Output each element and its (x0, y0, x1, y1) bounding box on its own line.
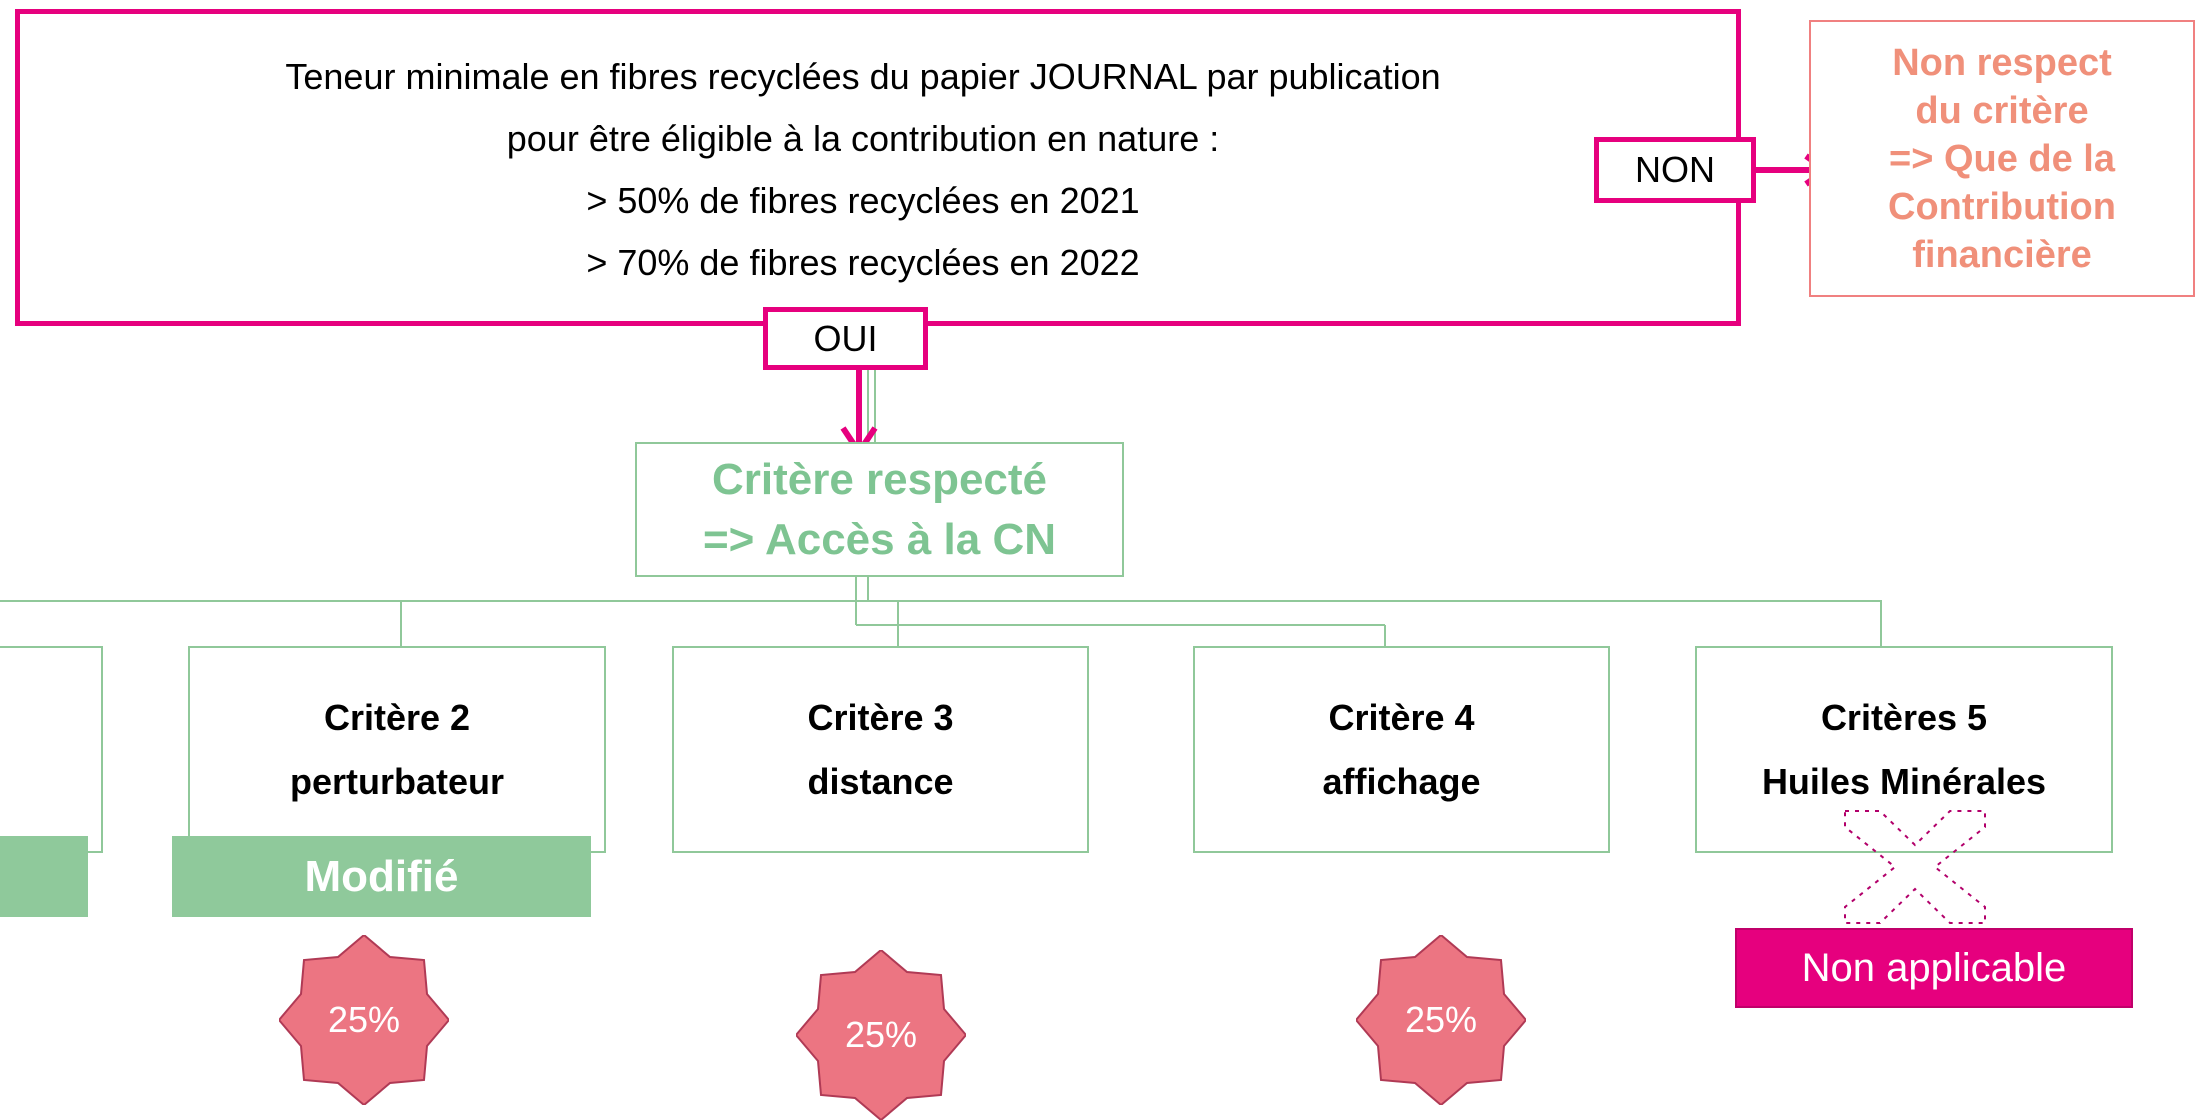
criterion-3-title: Critère 3 (807, 696, 954, 738)
criterion-4-title: Critère 4 (1328, 696, 1475, 738)
star-burst-icon (279, 935, 449, 1105)
yes-label-text: OUI (813, 317, 878, 359)
criterion-2-title: Critère 2 (323, 696, 471, 738)
main-criterion-line-1: Teneur minimale en fibres recyclées du p… (285, 56, 1441, 97)
non-respect-line-2: du critère (1915, 89, 2089, 132)
non-respect-line-5: financière (1912, 233, 2092, 276)
non-respect-line-4: Contribution (1888, 185, 2116, 228)
star-burst-icon (1356, 935, 1526, 1105)
weight-badge-criterion-2: 25% (279, 935, 449, 1105)
modified-tag: Modifié (172, 836, 591, 917)
main-criterion-line-3: > 50% de fibres recyclées en 2021 (586, 180, 1140, 221)
cross-out-icon (1844, 810, 1986, 924)
criterion-5-box: Critères 5 Huiles Minérales (1695, 646, 2113, 853)
yes-arrow (840, 370, 878, 458)
not-applicable-tag-text: Non applicable (1801, 945, 2067, 990)
respected-line-2: => Accès à la CN (702, 514, 1057, 564)
star-burst-icon (796, 950, 966, 1120)
non-respect-line-3: => Que de la (1889, 137, 2115, 180)
criterion-3-subtitle: distance (807, 760, 954, 802)
criterion-5-title: Critères 5 (1820, 696, 1988, 738)
criterion-4-subtitle: affichage (1322, 760, 1481, 802)
weight-badge-criterion-3: 25% (796, 950, 966, 1120)
non-respect-line-1: Non respect (1892, 41, 2112, 84)
no-label: NON (1594, 137, 1756, 203)
criterion-3-box: Critère 3 distance (672, 646, 1089, 853)
criterion-5-subtitle: Huiles Minérales (1761, 760, 2047, 802)
no-label-text: NON (1635, 149, 1715, 190)
criterion-1-status-tag (0, 836, 88, 917)
criterion-respected-box: Critère respecté => Accès à la CN (635, 442, 1124, 577)
main-criterion-line-4: > 70% de fibres recyclées en 2022 (586, 242, 1140, 283)
respected-line-1: Critère respecté (711, 454, 1048, 504)
main-criterion-line-2: pour être éligible à la contribution en … (506, 118, 1220, 159)
non-respect-box: Non respect du critère => Que de la Cont… (1809, 20, 2195, 297)
criterion-1-box (0, 646, 103, 853)
not-applicable-tag: Non applicable (1735, 928, 2133, 1008)
criterion-4-box: Critère 4 affichage (1193, 646, 1610, 853)
modified-tag-text: Modifié (304, 851, 459, 901)
weight-value-criterion-2: 25% (327, 999, 401, 1040)
criterion-2-box: Critère 2 perturbateur (188, 646, 606, 853)
criterion-2-subtitle: perturbateur (289, 760, 505, 802)
weight-badge-criterion-4: 25% (1356, 935, 1526, 1105)
yes-label: OUI (763, 307, 928, 370)
weight-value-criterion-3: 25% (844, 1014, 918, 1055)
weight-value-criterion-4: 25% (1404, 999, 1478, 1040)
main-criterion-box: Teneur minimale en fibres recyclées du p… (15, 9, 1741, 326)
